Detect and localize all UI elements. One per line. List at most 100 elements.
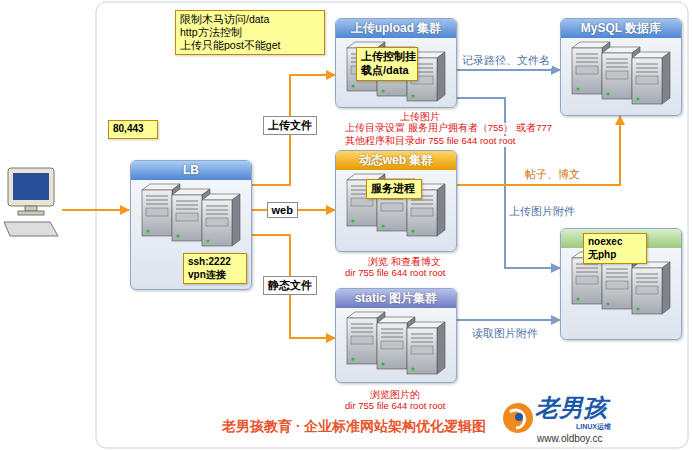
status-led xyxy=(576,297,579,300)
server-illustration xyxy=(561,38,681,115)
server-slot xyxy=(576,62,598,63)
drive-bay xyxy=(411,76,433,84)
server-front xyxy=(202,200,232,246)
server-slot xyxy=(576,58,598,59)
server-slot xyxy=(606,273,628,274)
screen xyxy=(13,173,49,200)
server-slot xyxy=(176,205,198,206)
server-slot xyxy=(206,214,228,215)
server-slot xyxy=(351,194,373,195)
server-front xyxy=(172,195,202,241)
status-led xyxy=(636,307,639,310)
server-front xyxy=(632,268,662,314)
note-callout: 上传控制挂 载点/data xyxy=(356,47,418,81)
server-slot xyxy=(146,196,168,197)
drive-bay xyxy=(606,71,628,79)
edge-label: 上传文件 xyxy=(263,116,317,135)
permission-note: 上传目录设置 服务用户拥有者（755） 或者777 xyxy=(345,123,552,134)
server-slot xyxy=(576,268,598,269)
server-cluster: 服务进程 动态web 集群 xyxy=(335,150,457,252)
status-led xyxy=(576,87,579,90)
server-slot xyxy=(411,334,433,335)
status-led xyxy=(381,224,384,227)
drive-bay xyxy=(206,218,228,226)
drive-bay xyxy=(351,336,373,344)
server-front xyxy=(407,58,437,101)
note-text: noexec 无php xyxy=(588,236,642,261)
drive-bay xyxy=(381,71,403,79)
server-slot xyxy=(176,209,198,210)
connector-arrow xyxy=(457,69,560,71)
server-slot xyxy=(206,210,228,211)
server-top xyxy=(377,47,415,53)
server-top xyxy=(347,42,385,48)
note-callout: 服务进程 xyxy=(366,179,422,199)
server-slot xyxy=(381,59,403,60)
server-side xyxy=(437,184,445,236)
edge-label: 静态文件 xyxy=(263,276,317,295)
server-icon xyxy=(202,194,240,246)
logo-subtext: LINUX运维 xyxy=(576,423,611,431)
edge-label: 帖子、博文 xyxy=(523,167,582,182)
drive-bay xyxy=(381,203,403,211)
server-top xyxy=(347,174,385,180)
status-led xyxy=(606,92,609,95)
server-slot xyxy=(636,282,658,283)
drive-bay xyxy=(606,281,628,289)
server-slot xyxy=(636,72,658,73)
server-front xyxy=(347,48,377,91)
drive-bay xyxy=(576,276,598,284)
server-slot xyxy=(381,67,403,68)
server-slot xyxy=(411,72,433,73)
permission-note: 浏览 和查看博文 xyxy=(368,256,441,268)
server-front xyxy=(377,323,407,369)
logo-circle xyxy=(503,403,533,433)
server-slot xyxy=(411,204,433,205)
server-slot xyxy=(411,68,433,69)
server-icon xyxy=(632,262,670,314)
drive-bay xyxy=(411,208,433,216)
server-side xyxy=(437,322,445,374)
server-side xyxy=(662,52,670,104)
server-side xyxy=(662,262,670,314)
computer-icon xyxy=(4,168,58,236)
cluster-title: 动态web 集群 xyxy=(336,151,456,170)
server-slot xyxy=(351,62,373,63)
connector-arrow xyxy=(457,319,560,321)
server-slot xyxy=(606,67,628,68)
logo-text: 老男孩 xyxy=(535,394,607,422)
status-led xyxy=(146,229,149,232)
server-icon xyxy=(407,184,445,236)
cluster-title: static 图片集群 xyxy=(336,289,456,308)
server-slot xyxy=(411,64,433,65)
connector-arrow xyxy=(252,75,335,185)
note-callout: 限制木马访问/data http方法控制 上传只能post不能get xyxy=(175,10,325,55)
keyboard xyxy=(4,222,58,236)
server-slot xyxy=(576,54,598,55)
permission-note: 上传图片 xyxy=(400,111,440,123)
drive-bay xyxy=(176,213,198,221)
server-slot xyxy=(381,195,403,196)
note-callout: noexec 无php xyxy=(583,233,647,264)
cluster-title: LB xyxy=(131,161,251,180)
server-slot xyxy=(636,278,658,279)
server-slot xyxy=(381,199,403,200)
server-slot xyxy=(576,272,598,273)
status-led xyxy=(381,89,384,92)
server-front xyxy=(347,318,377,364)
server-cluster: static 图片集群 xyxy=(335,288,457,383)
server-slot xyxy=(636,64,658,65)
cluster-title: MySQL 数据库 xyxy=(561,19,681,38)
server-slot xyxy=(381,329,403,330)
server-slot xyxy=(351,54,373,55)
server-slot xyxy=(381,63,403,64)
logo-url: www.oldboy.cc xyxy=(537,433,602,445)
server-slot xyxy=(206,206,228,207)
edge-label: 上传图片附件 xyxy=(507,204,577,219)
server-front xyxy=(572,258,602,304)
server-slot xyxy=(381,191,403,192)
diagram-caption: 老男孩教育 · 企业标准网站架构优化逻辑图 xyxy=(222,418,486,436)
permission-note: dir 755 file 644 root root xyxy=(345,268,445,279)
user-arrow xyxy=(62,209,129,211)
